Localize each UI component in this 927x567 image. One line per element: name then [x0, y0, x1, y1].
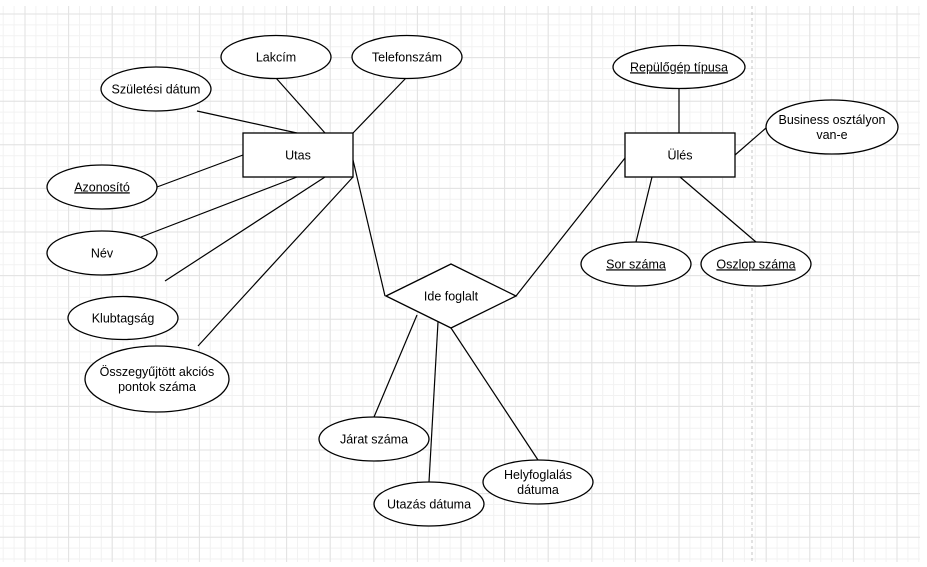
attribute-szuletesi-datum[interactable]: Születési dátum [100, 66, 212, 112]
connector-nev [140, 176, 298, 238]
attribute-ellipse[interactable] [67, 295, 179, 341]
relationship-diamond[interactable] [384, 263, 518, 329]
relationship-label: Ide foglalt [424, 289, 479, 303]
entity-box[interactable] [242, 132, 354, 178]
attribute-label: van-e [816, 128, 847, 142]
attribute-label: Klubtagság [92, 311, 155, 325]
connector-akcios-pontok [197, 176, 354, 347]
relationship-ide-foglalt[interactable]: Ide foglalt [384, 263, 518, 329]
attribute-sor-szama[interactable]: Sor száma [580, 241, 692, 287]
key-attribute-ellipse[interactable] [700, 241, 812, 287]
attribute-ellipse[interactable] [482, 459, 594, 505]
attribute-label: Lakcím [256, 50, 296, 64]
attribute-lakcim[interactable]: Lakcím [220, 34, 332, 80]
connector-azonosito [156, 154, 244, 188]
attribute-label: Sor száma [606, 257, 666, 271]
connector-lakcim [275, 77, 326, 134]
attribute-label: pontok száma [118, 380, 196, 394]
entity-utas[interactable]: Utas [242, 132, 354, 178]
entity-ules[interactable]: Ülés [624, 132, 736, 178]
connector-oszlop-szama [679, 176, 757, 243]
attribute-ellipse[interactable] [373, 481, 485, 527]
attribute-label: Telefonszám [372, 50, 442, 64]
attribute-jarat-szama[interactable]: Járat száma [318, 416, 430, 462]
key-attribute-ellipse[interactable] [580, 241, 692, 287]
connector-utas-ide-foglalt [352, 159, 386, 297]
connector-ide-foglalt-ules [515, 157, 626, 297]
key-attribute-ellipse[interactable] [612, 44, 746, 90]
attribute-ellipse[interactable] [84, 345, 230, 413]
connector-telefonszam [352, 77, 407, 134]
connector-klubtagsag [164, 176, 326, 282]
entity-box[interactable] [624, 132, 736, 178]
attribute-nev[interactable]: Név [46, 230, 158, 276]
entity-label: Ülés [667, 148, 692, 162]
attribute-ellipse[interactable] [100, 66, 212, 112]
attribute-oszlop-szama[interactable]: Oszlop száma [700, 241, 812, 287]
attribute-label: Járat száma [340, 432, 408, 446]
attribute-label: Azonosító [74, 180, 130, 194]
attribute-ellipse[interactable] [46, 230, 158, 276]
entity-label: Utas [285, 148, 311, 162]
attribute-label: Név [91, 246, 114, 260]
connector-jarat-szama [373, 314, 418, 418]
connector-helyfoglalas-datuma [450, 327, 539, 461]
connector-szuletesi-datum [196, 110, 298, 134]
attribute-ellipse[interactable] [318, 416, 430, 462]
connector-business [734, 127, 767, 156]
connector-sor-szama [635, 176, 653, 243]
attribute-label: Utazás dátuma [387, 497, 471, 511]
attribute-label: Business osztályon [778, 113, 885, 127]
attribute-telefonszam[interactable]: Telefonszám [351, 34, 463, 80]
attribute-label: Oszlop száma [716, 257, 795, 271]
attribute-ellipse[interactable] [351, 34, 463, 80]
attribute-label: Születési dátum [112, 82, 201, 96]
attribute-utazas-datuma[interactable]: Utazás dátuma [373, 481, 485, 527]
connector-utazas-datuma [428, 321, 439, 483]
attribute-label: dátuma [517, 483, 559, 497]
attribute-azonosito[interactable]: Azonosító [46, 164, 158, 210]
attribute-label: Helyfoglalás [504, 468, 572, 482]
attribute-label: Repülőgép típusa [630, 60, 728, 74]
attribute-ellipse[interactable] [765, 99, 899, 155]
attribute-klubtagsag[interactable]: Klubtagság [67, 295, 179, 341]
attribute-ellipse[interactable] [220, 34, 332, 80]
key-attribute-ellipse[interactable] [46, 164, 158, 210]
attribute-repulogep-tipusa[interactable]: Repülőgép típusa [612, 44, 746, 90]
attribute-label: Összegyűjtött akciós [100, 365, 215, 379]
connector-lines [140, 77, 767, 483]
